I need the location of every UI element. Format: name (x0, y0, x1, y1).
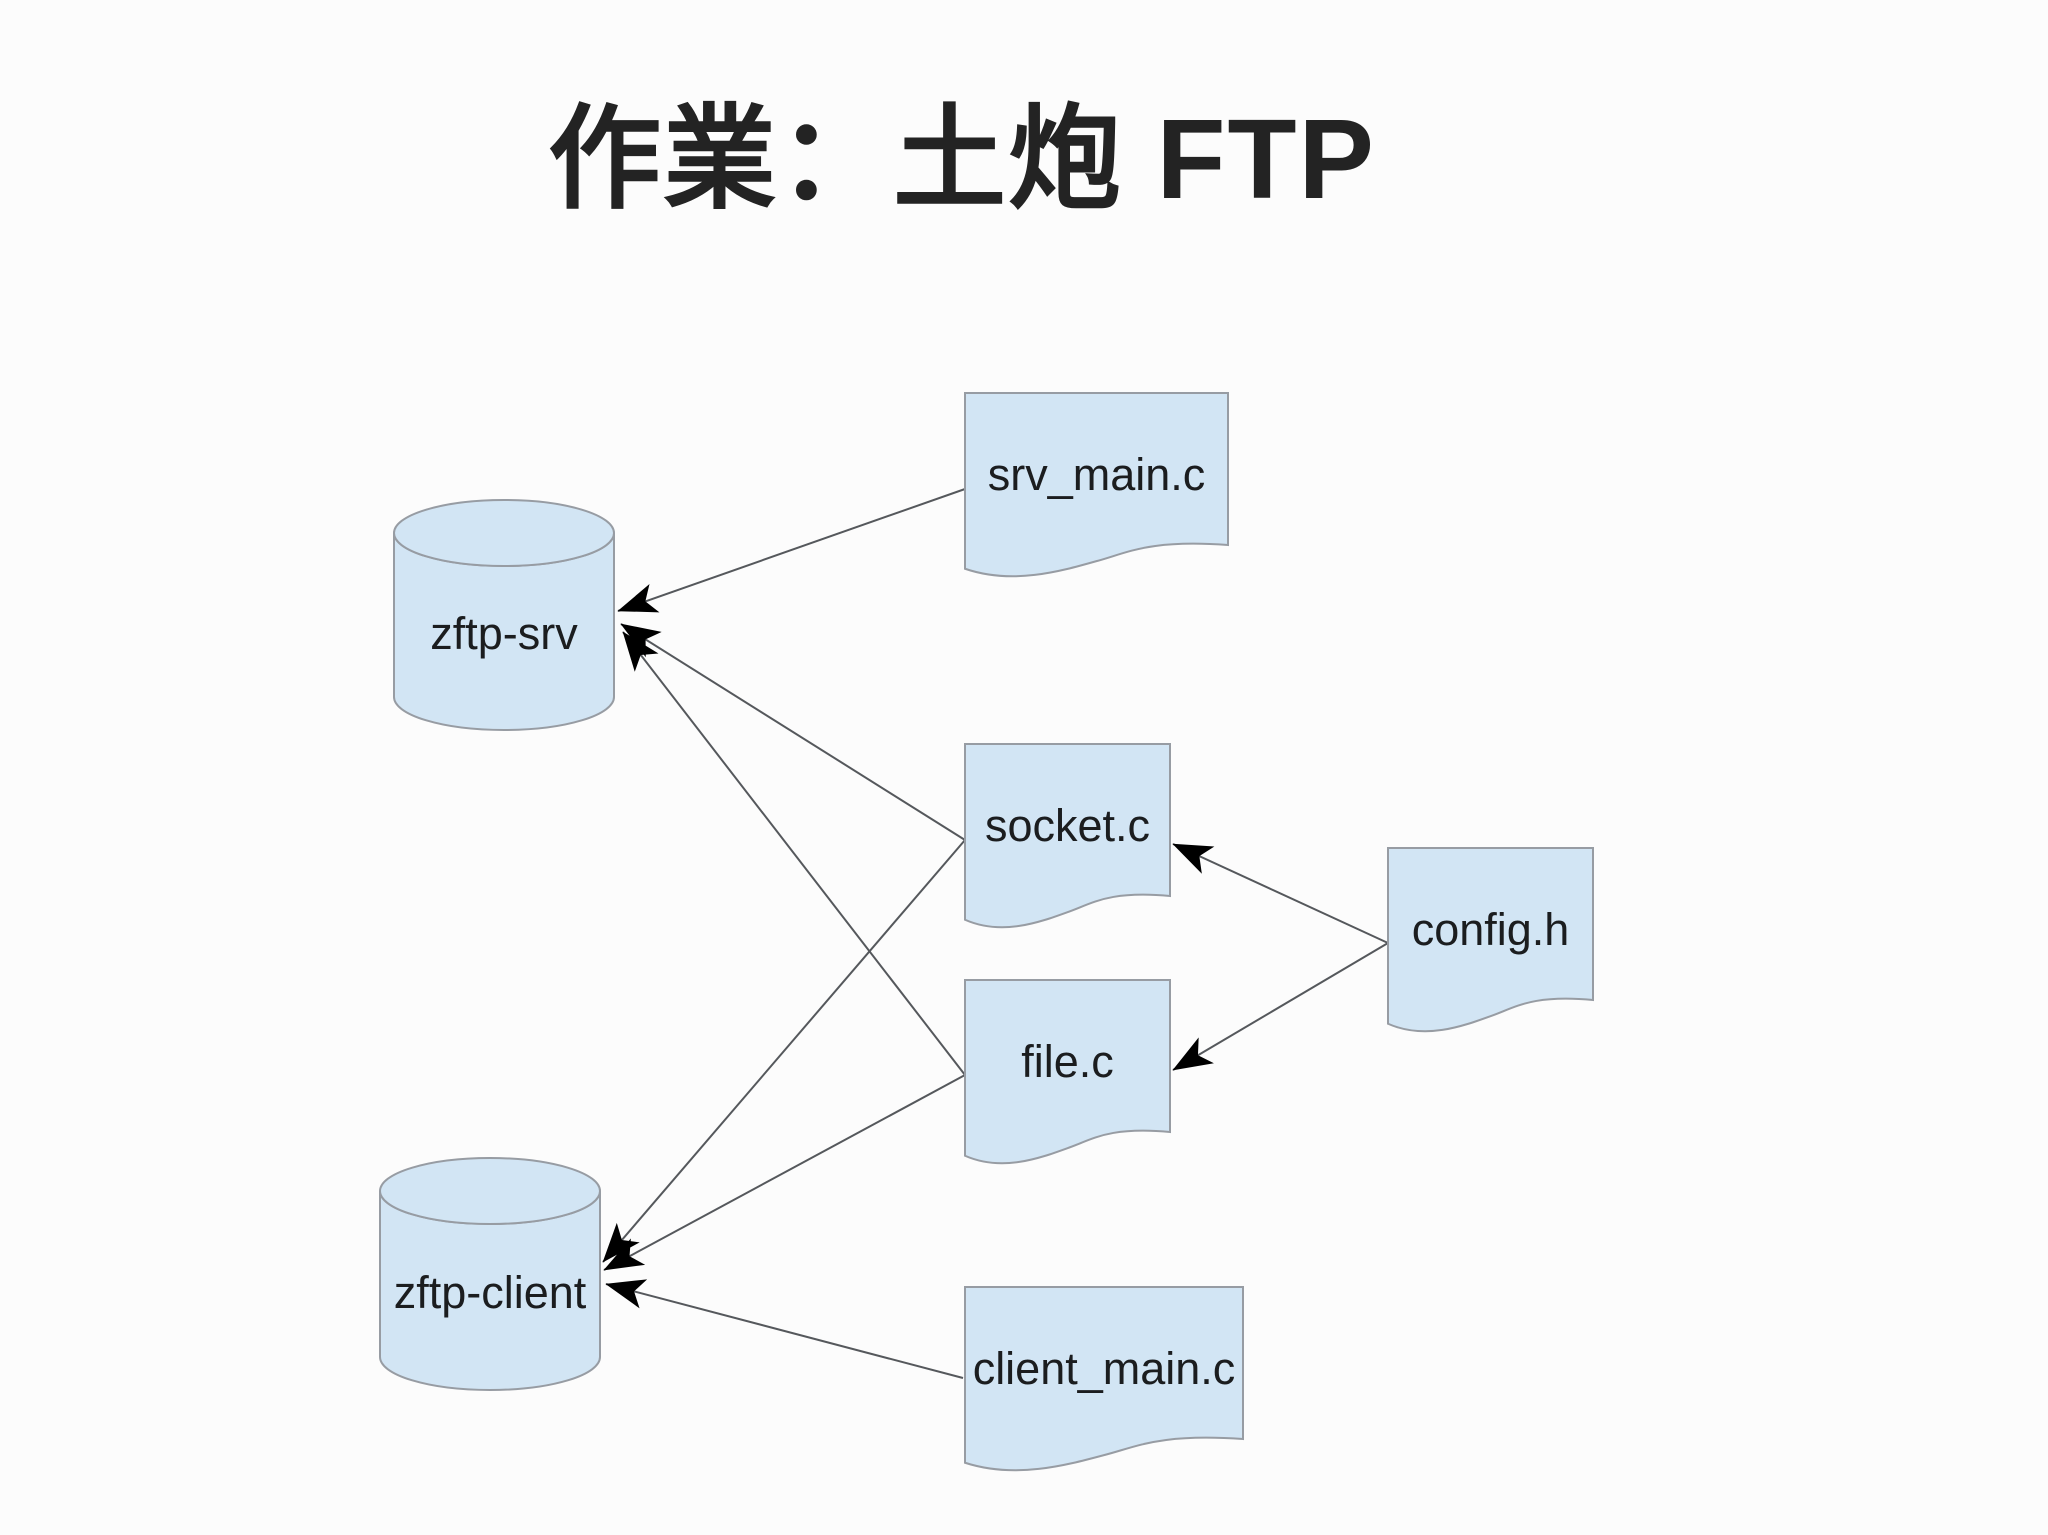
node-config_h: config.h (1387, 847, 1594, 1033)
node-client_main_c: client_main.c (964, 1286, 1244, 1472)
edge-file_c-to-zftp-client (603, 1074, 966, 1271)
node-label: srv_main.c (988, 449, 1206, 500)
node-srv_main_c: srv_main.c (964, 392, 1229, 578)
node-zftp-srv: zftp-srv (393, 499, 615, 731)
edge-config_h-to-socket_c (1172, 843, 1389, 944)
cylinder-top-rim (379, 1157, 601, 1225)
node-label: zftp-client (394, 1267, 587, 1318)
edge-client_main_c-to-zftp-client (605, 1279, 964, 1379)
edge-socket_c-to-zftp-srv (620, 623, 966, 841)
node-label: file.c (1021, 1036, 1114, 1087)
node-label: config.h (1412, 904, 1570, 955)
document-shape (964, 1286, 1244, 1472)
node-zftp-client: zftp-client (379, 1157, 601, 1391)
node-file_c: file.c (964, 979, 1171, 1165)
document-shape (1387, 847, 1594, 1033)
node-label: client_main.c (973, 1343, 1236, 1394)
edges-layer (602, 488, 1389, 1379)
edge-file_c-to-zftp-srv (622, 631, 966, 1076)
node-socket_c: socket.c (964, 743, 1171, 929)
edge-config_h-to-file_c (1172, 942, 1389, 1071)
document-shape (964, 979, 1171, 1165)
edge-socket_c-to-zftp-client (602, 839, 966, 1263)
node-label: socket.c (985, 800, 1150, 851)
document-shape (964, 392, 1229, 578)
cylinder-top-rim (393, 499, 615, 567)
nodes-layer: zftp-srv zftp-client srv_main.c socket.c fil… (379, 392, 1594, 1472)
node-label: zftp-srv (430, 608, 578, 659)
document-shape (964, 743, 1171, 929)
page-title: 作業：土炮 FTP (548, 96, 1376, 222)
edge-srv_main_c-to-zftp-srv (617, 488, 966, 613)
